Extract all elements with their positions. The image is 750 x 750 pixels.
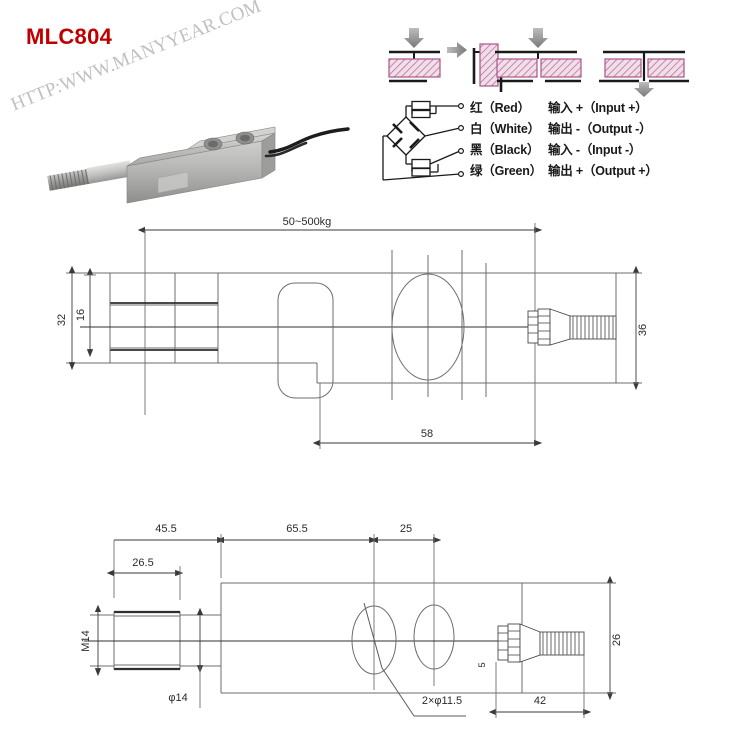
mounting-config-4 — [599, 50, 689, 97]
page-title: MLC804 — [26, 24, 113, 49]
top-view-dimension-drawing: 50~500kg — [56, 215, 670, 485]
dim-hole-spec: 2×φ11.5 — [422, 695, 462, 707]
wire-color-label: 黑（Black） — [470, 143, 540, 157]
wire-function-label: 输出 +（Output +） — [548, 164, 658, 178]
product-photo — [30, 100, 350, 210]
dim-thread-to-body: 45.5 — [155, 523, 176, 535]
dim-thread-length: 26.5 — [132, 557, 153, 569]
wiring-block: 红（Red） 输入 +（Input +） 白（White） 输出 -（Outpu… — [382, 96, 748, 188]
mounting-diagrams — [385, 22, 745, 97]
dim-flange-height: 36 — [637, 324, 649, 336]
mounting-config-2 — [447, 42, 503, 92]
dim-thread-spec: M14 — [80, 630, 92, 651]
load-cell-photo-icon — [47, 126, 350, 204]
dim-mount-span: 58 — [421, 428, 433, 440]
wire-function-label: 输入 -（Input -） — [548, 143, 642, 157]
wire-legend: 红（Red） 输入 +（Input +） 白（White） 输出 -（Outpu… — [470, 96, 748, 180]
wire-row: 白（White） 输出 -（Output -） — [470, 117, 748, 138]
dim-rear-length: 25 — [400, 523, 412, 535]
wire-row: 绿（Green） 输出 +（Output +） — [470, 159, 748, 180]
wire-color-label: 红（Red） — [470, 101, 530, 115]
dim-overall-length: 50~500kg — [283, 216, 332, 228]
dim-small: 5 — [477, 662, 488, 667]
dim-body-width: 26 — [611, 634, 623, 646]
dim-shaft-dia: φ14 — [168, 692, 187, 704]
wire-color-label: 白（White） — [470, 122, 540, 136]
mounting-config-1 — [388, 28, 441, 83]
wire-function-label: 输入 +（Input +） — [548, 101, 648, 115]
wire-row: 红（Red） 输入 +（Input +） — [470, 96, 748, 117]
wire-color-label: 绿（Green） — [470, 164, 543, 178]
dim-slot-height: 16 — [75, 309, 87, 321]
dim-body-height: 32 — [56, 314, 68, 326]
side-view-dimension-drawing: 45.5 65.5 25 26.5 — [70, 490, 670, 725]
dim-cable-gland: 42 — [534, 695, 546, 707]
wire-function-label: 输出 -（Output -） — [548, 122, 652, 136]
dim-body-length: 65.5 — [286, 523, 307, 535]
mounting-config-3 — [495, 28, 582, 83]
wheatstone-bridge-diagram — [382, 100, 464, 181]
wire-row: 黑（Black） 输入 -（Input -） — [470, 138, 748, 159]
